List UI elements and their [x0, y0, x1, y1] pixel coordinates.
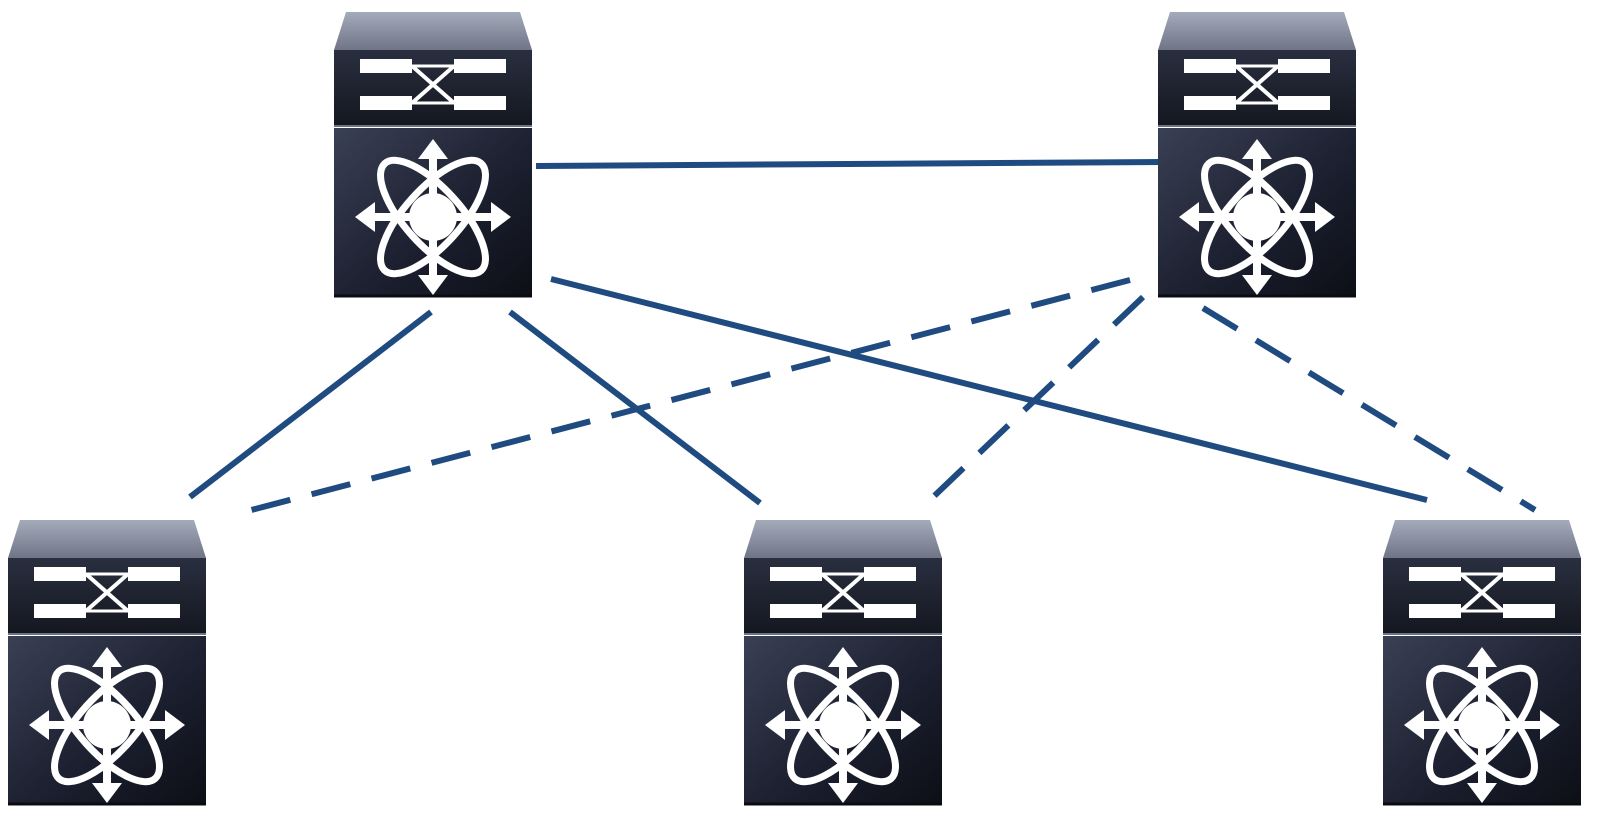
link-core-switch-1-to-core-switch-2-solid [535, 159, 1161, 169]
link-core-switch-2-to-access-switch-2-dashed [927, 294, 1146, 503]
layer3-switch-icon [744, 520, 942, 804]
layer3-switch-icon [1383, 520, 1581, 804]
core-switch-2[interactable] [1158, 12, 1356, 296]
access-switch-3[interactable] [1383, 520, 1581, 804]
access-switch-1[interactable] [8, 520, 206, 804]
links-layer [188, 159, 1537, 516]
core-switch-1[interactable] [334, 12, 532, 296]
link-core-switch-1-to-access-switch-3-solid [550, 276, 1428, 503]
link-core-switch-1-to-access-switch-1-solid [188, 309, 433, 500]
layer3-switch-icon [8, 520, 206, 804]
layer3-switch-icon [1158, 12, 1356, 296]
access-switch-2[interactable] [744, 520, 942, 804]
layer3-switch-icon [334, 12, 532, 296]
link-core-switch-2-to-access-switch-3-dashed [1201, 305, 1537, 513]
nodes-layer [8, 12, 1581, 804]
link-core-switch-2-to-access-switch-1-dashed [239, 277, 1131, 516]
